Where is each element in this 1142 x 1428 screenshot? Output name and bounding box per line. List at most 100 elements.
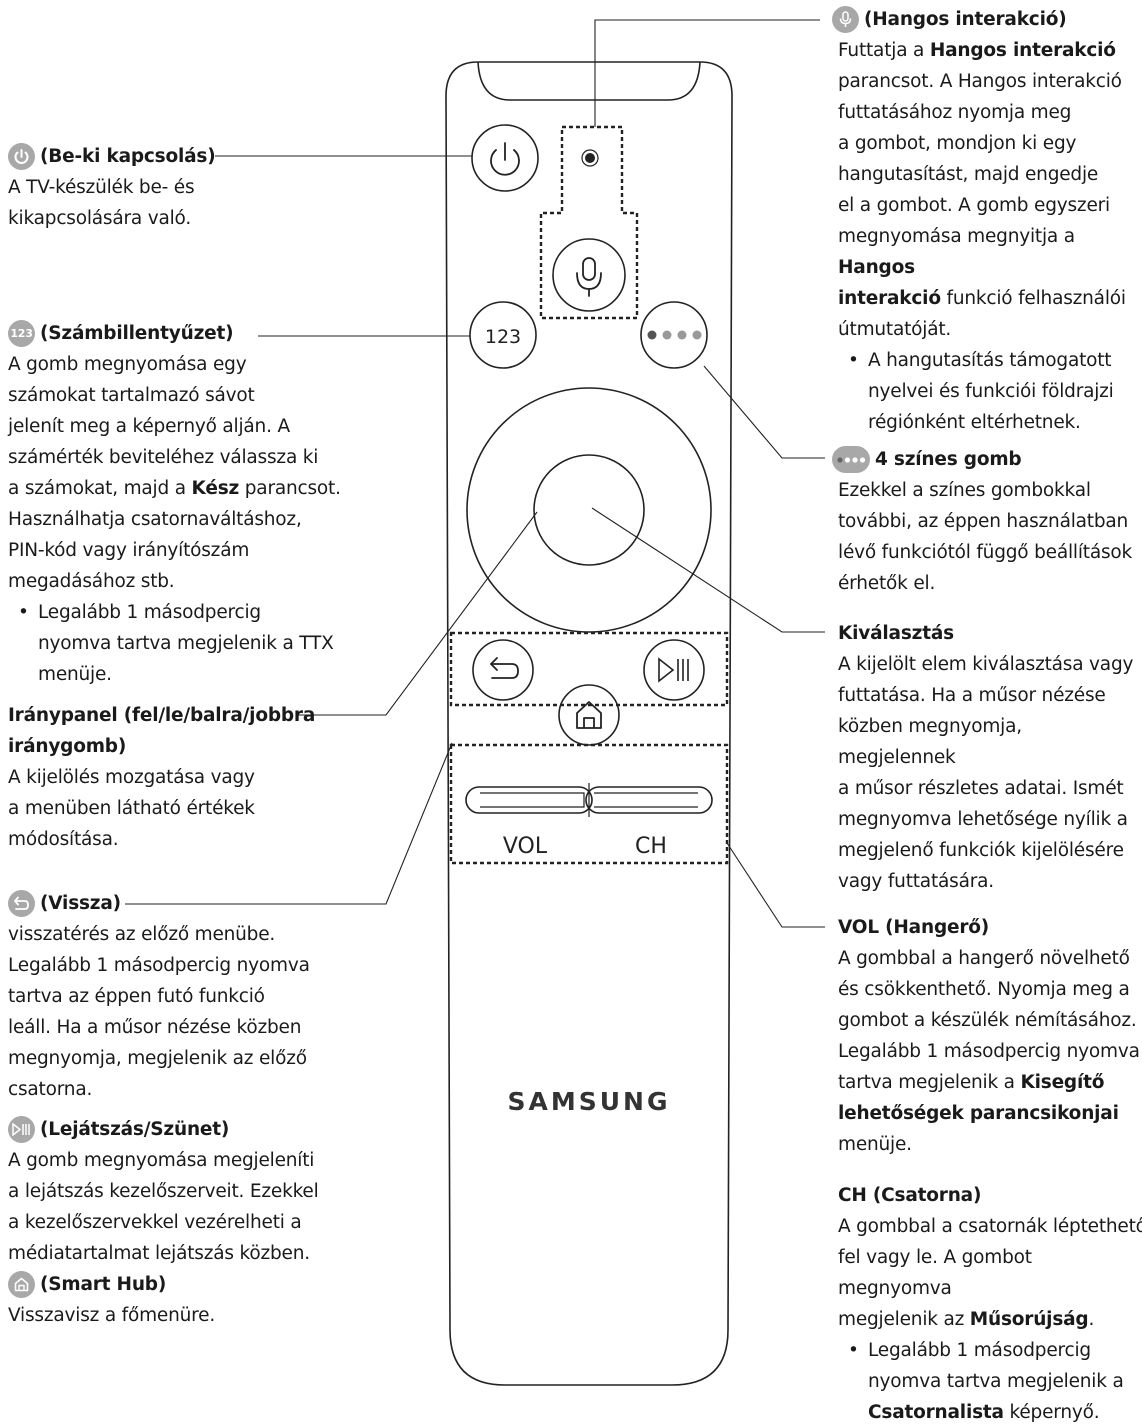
power-title: (Be-ki kapcsolás) (40, 146, 216, 167)
brand-logo: SAMSUNG (508, 1087, 671, 1116)
power-desc-1: A TV-készülék be- és (8, 177, 195, 198)
leader-voice (594, 19, 820, 127)
voice-desc: hangutasítást, majd engedje (838, 164, 1099, 185)
playpause-button (643, 639, 705, 701)
ch-rocker (585, 786, 713, 814)
control-region-outline (449, 631, 729, 707)
vol-desc: tartva megjelenik a Kisegítő (838, 1072, 1105, 1093)
power-icon (490, 142, 520, 176)
back-section: (Vissza) visszatérés az előző menübe. Le… (8, 888, 310, 1105)
numpad-desc: megadásához stb. (8, 571, 175, 592)
voice-desc: útmutatóját. (838, 319, 952, 340)
power-desc-2: kikapcsolására való. (8, 208, 192, 229)
back-desc: leáll. Ha a műsor nézése közben (8, 1017, 302, 1038)
select-desc: A kijelölt elem kiválasztása vagy (838, 654, 1134, 675)
dpad-title-2: iránygomb) (8, 736, 127, 757)
colors-title: 4 színes gomb (875, 449, 1022, 470)
playpause-icon (658, 657, 689, 683)
dpad-desc: módosítása. (8, 829, 119, 850)
colors-section: 4 színes gomb Ezekkel a színes gombokkal… (832, 444, 1132, 599)
numpad-section: 123 (Számbillentyűzet) A gomb megnyomása… (8, 318, 341, 690)
ch-desc: fel vagy le. A gombot megnyomva (838, 1247, 1032, 1299)
power-icon (8, 143, 35, 170)
ch-rocker-inner (594, 792, 698, 808)
numpad-desc: PIN-kód vagy irányítószám (8, 540, 250, 561)
back-icon (8, 890, 35, 917)
back-desc: megnyomja, megjelenik az előző (8, 1048, 307, 1069)
leader-vol (726, 842, 825, 928)
voice-desc: Futtatja a Hangos interakció (838, 40, 1116, 61)
colors-desc: további, az éppen használatban (838, 511, 1129, 532)
back-title: (Vissza) (40, 893, 121, 914)
back-desc: tartva az éppen futó funkció (8, 986, 265, 1007)
colors-desc: lévő funkciótól függő beállítások (838, 542, 1133, 563)
dpad-desc: a menüben látható értékek (8, 798, 255, 819)
volch-region-outline (449, 743, 729, 865)
playpause-desc: a lejátszás kezelőszerveit. Ezekkel (8, 1181, 319, 1202)
playpause-desc: A gomb megnyomása megjeleníti (8, 1150, 315, 1171)
mic-region-outline (539, 125, 639, 320)
voice-desc: a gombot, mondjon ki egy (838, 133, 1077, 154)
numpad-title: (Számbillentyűzet) (40, 323, 234, 344)
playpause-icon (8, 1116, 35, 1143)
remote-body (445, 61, 733, 1386)
vol-title: VOL (Hangerő) (838, 917, 990, 938)
voice-button (552, 238, 626, 312)
leader-select (591, 507, 825, 633)
microphone-icon (576, 257, 602, 297)
select-desc: megjelenő funkciók kijelölésére (838, 840, 1124, 861)
dpad-ring (466, 387, 712, 633)
select-button (533, 454, 645, 566)
dpad-section: Iránypanel (fel/le/balra/jobbra iránygom… (8, 700, 315, 855)
select-desc: megnyomva lehetősége nyílik a (838, 809, 1128, 830)
voice-desc: el a gombot. A gomb egyszeri (838, 195, 1110, 216)
playpause-desc: a kezelőszervekkel vezérelheti a (8, 1212, 302, 1233)
ch-desc: megjelenik az Műsorújság. (838, 1309, 1095, 1330)
color-button (640, 301, 708, 369)
voice-desc: megnyomása megnyitja a Hangos (838, 226, 1075, 278)
mic-hole (585, 153, 595, 163)
number-button-label: 123 (485, 326, 521, 348)
colors-desc: érhetők el. (838, 573, 936, 594)
select-section: Kiválasztás A kijelölt elem kiválasztása… (838, 618, 1142, 897)
leader-dpad (297, 511, 538, 716)
vol-desc: gombot a készülék némításához. (838, 1010, 1137, 1031)
colors-desc: Ezekkel a színes gombokkal (838, 480, 1091, 501)
vol-desc: lehetőségek parancsikonjai (838, 1103, 1119, 1124)
vol-section: VOL (Hangerő) A gombbal a hangerő növelh… (838, 912, 1140, 1160)
vol-desc: A gombbal a hangerő növelhető (838, 948, 1130, 969)
back-desc: Legalább 1 másodpercig nyomva (8, 955, 310, 976)
ch-desc: A gombbal a csatornák léptethető (838, 1216, 1142, 1237)
smarthub-section: (Smart Hub) Visszavisz a főmenüre. (8, 1269, 215, 1331)
back-icon (490, 657, 519, 679)
numpad-desc: Használhatja csatornaváltáshoz, (8, 509, 302, 530)
dpad-desc: A kijelölés mozgatása vagy (8, 767, 255, 788)
home-icon (8, 1271, 35, 1298)
select-desc: a műsor részletes adatai. Ismét (838, 778, 1124, 799)
power-section: (Be-ki kapcsolás) A TV-készülék be- és k… (8, 141, 216, 234)
microphone-icon (832, 6, 859, 33)
select-desc: futtatása. Ha a műsor nézése (838, 685, 1106, 706)
voice-desc: interakció funkció felhasználói (838, 288, 1126, 309)
vol-desc: és csökkenthető. Nyomja meg a (838, 979, 1130, 1000)
vol-rocker-inner (480, 792, 585, 808)
leader-colors (703, 365, 825, 459)
smarthub-desc: Visszavisz a főmenüre. (8, 1305, 215, 1326)
voice-desc: parancsot. A Hangos interakció (838, 71, 1122, 92)
select-desc: vagy futtatására. (838, 871, 994, 892)
power-button (471, 124, 539, 192)
color-dots-icon (832, 446, 870, 473)
ch-section: CH (Csatorna) A gombbal a csatornák lépt… (838, 1180, 1142, 1428)
remote-top-notch (477, 61, 701, 101)
smarthub-title: (Smart Hub) (40, 1274, 167, 1295)
voice-desc: futtatásához nyomja meg (838, 102, 1072, 123)
numpad-desc: számérték beviteléhez válassza ki (8, 447, 319, 468)
number-icon: 123 (8, 320, 35, 347)
back-desc: visszatérés az előző menübe. (8, 924, 276, 945)
numpad-desc: jelenít meg a képernyő alján. A (8, 416, 290, 437)
